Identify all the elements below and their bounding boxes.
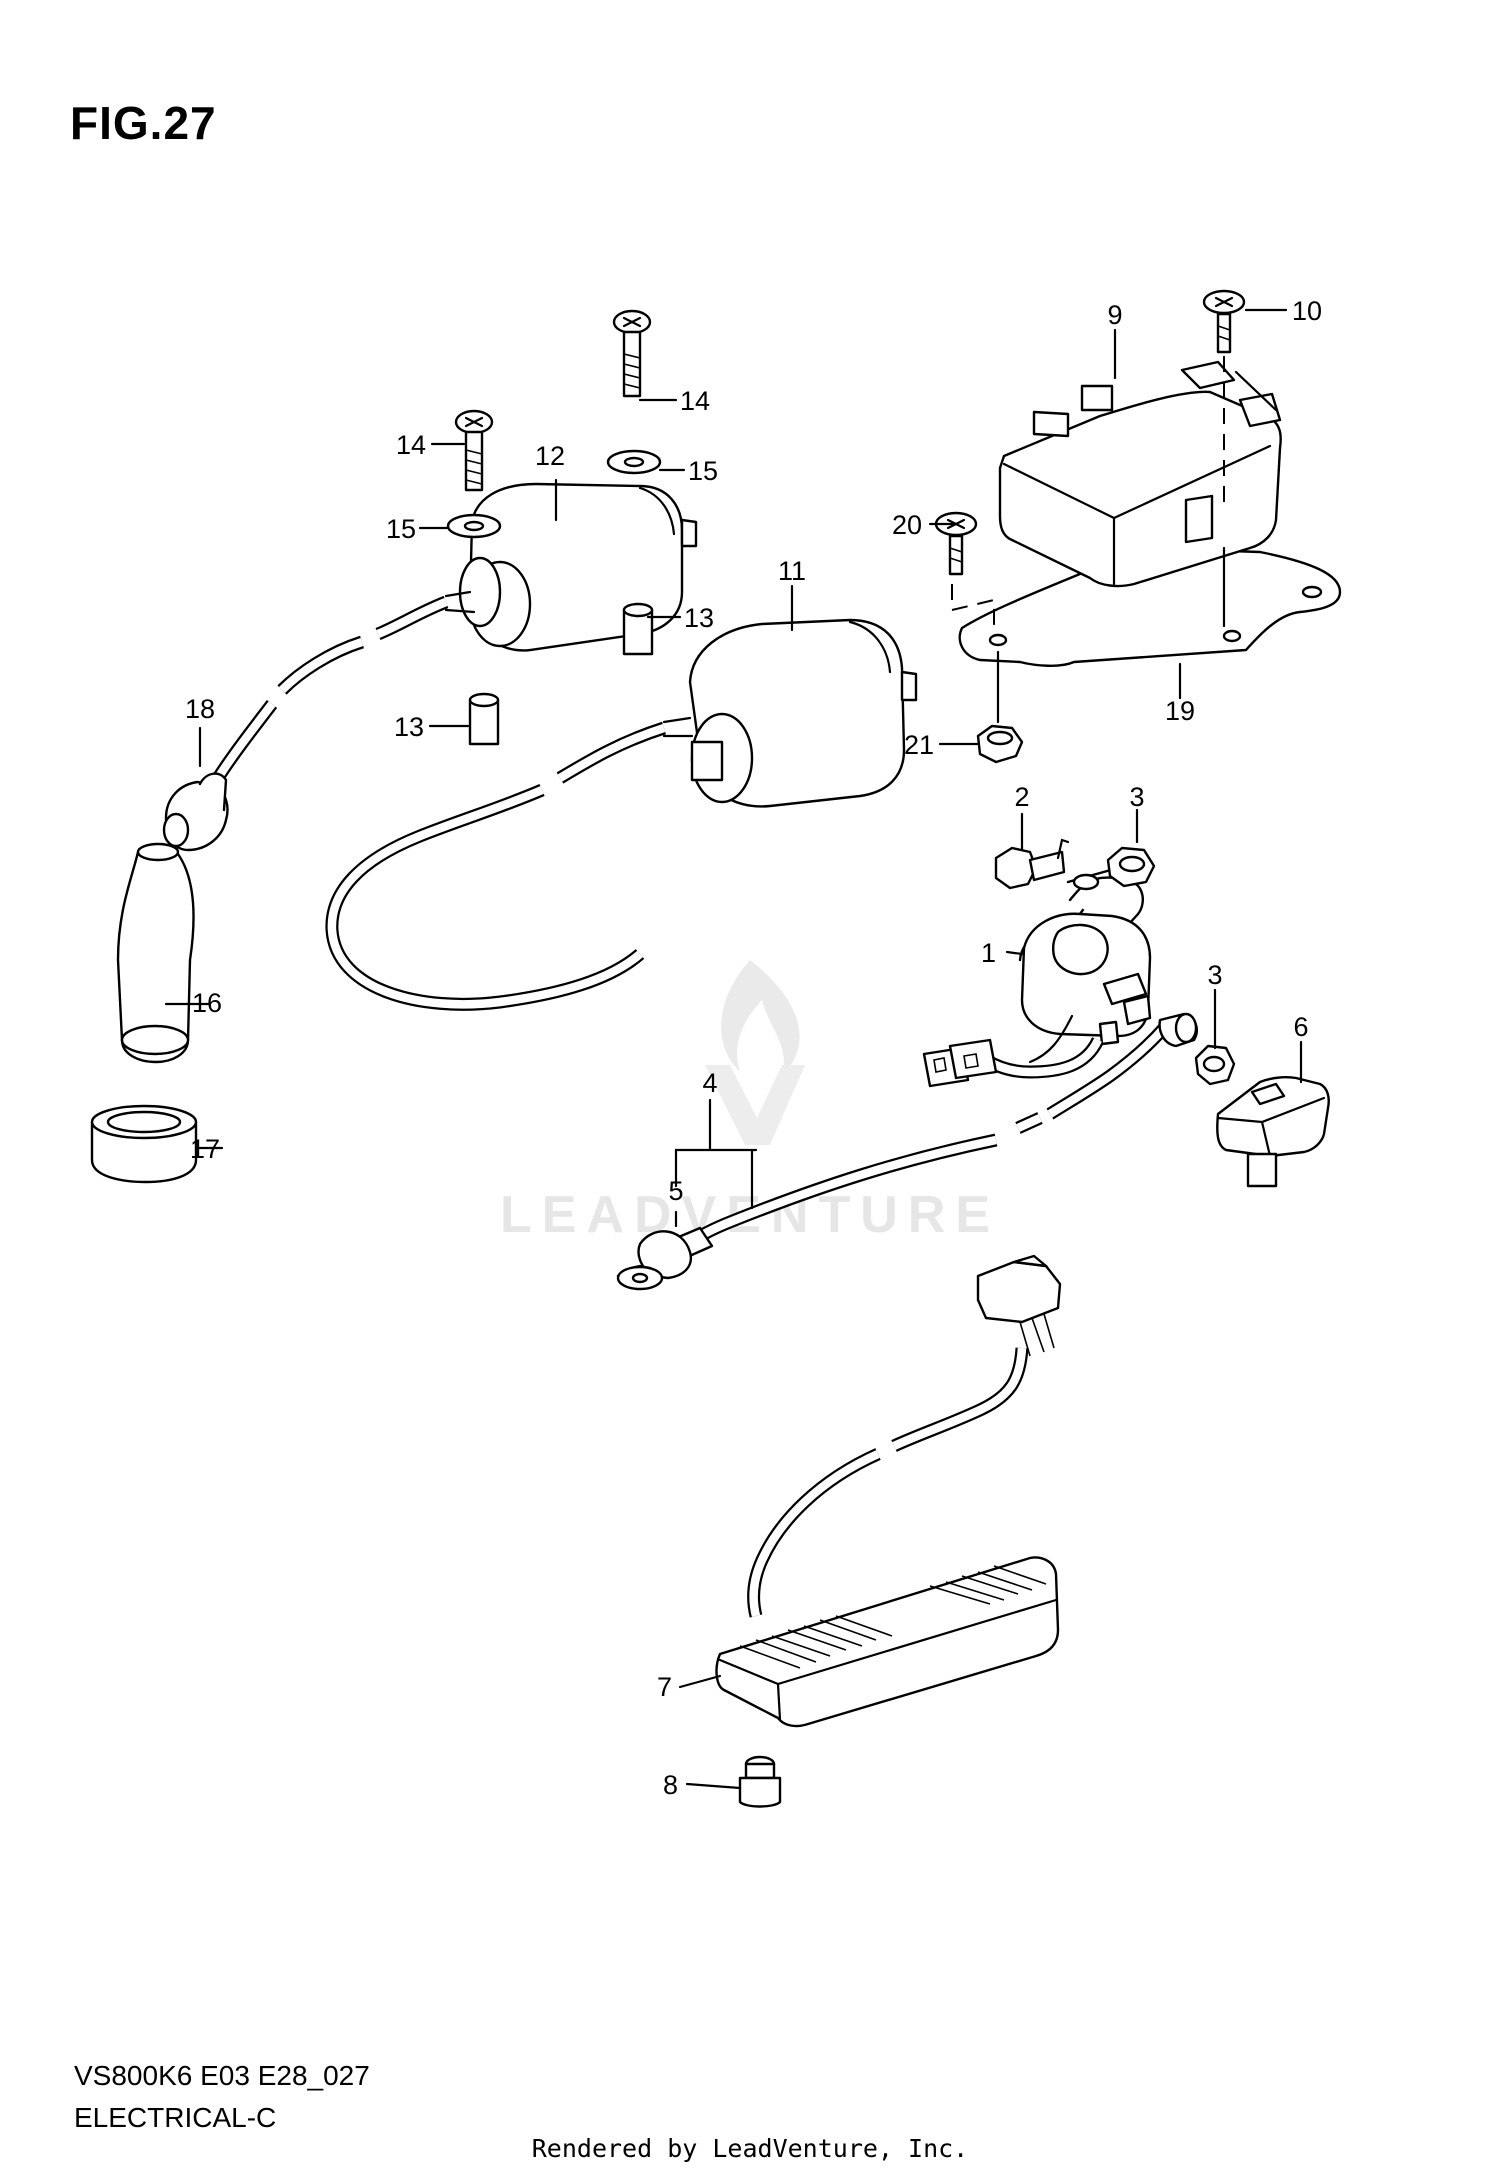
callout-11: 11 [778, 556, 806, 586]
callout-4: 4 [702, 1068, 717, 1098]
callout-20: 20 [892, 510, 922, 540]
section-name: ELECTRICAL-C [74, 2102, 277, 2133]
spacer-lower[interactable] [468, 692, 500, 746]
callout-13b: 13 [394, 712, 424, 742]
callout-16: 16 [192, 988, 222, 1018]
plug-cable-front [325, 721, 666, 1011]
plug-cable-rear [212, 595, 449, 782]
callout-15a: 15 [386, 514, 416, 544]
leader-lines [164, 308, 1303, 1790]
plug-boot[interactable] [90, 1104, 198, 1184]
callout-14a: 14 [396, 430, 426, 460]
spacer-upper[interactable] [622, 602, 654, 656]
battery-cable[interactable] [616, 1112, 1043, 1291]
plug-cap-joint[interactable] [162, 772, 229, 852]
washer-left[interactable] [446, 513, 502, 539]
washer-right[interactable] [606, 449, 662, 475]
figure-title: FIG.27 [70, 97, 217, 149]
callout-7: 7 [657, 1672, 672, 1702]
callout-2: 2 [1014, 782, 1029, 812]
callout-14b: 14 [680, 386, 710, 416]
callout-17: 17 [190, 1134, 220, 1164]
callout-6: 6 [1293, 1012, 1308, 1042]
callout-1: 1 [981, 938, 996, 968]
callout-3b: 3 [1207, 960, 1222, 990]
callout-19: 19 [1165, 696, 1195, 726]
bolt-left[interactable] [454, 409, 494, 492]
bracket-nut[interactable] [976, 650, 1024, 764]
spark-plug-cap[interactable] [116, 842, 195, 1064]
relay-wiring [922, 1012, 1198, 1120]
regulator-rectifier[interactable] [715, 1254, 1062, 1728]
watermark-logo-icon [705, 960, 805, 1145]
model-code: VS800K6 E03 E28_027 [74, 2060, 370, 2091]
callout-18: 18 [185, 694, 215, 724]
bracket-screw[interactable] [934, 511, 995, 626]
watermark: LEADVENTURE [500, 960, 990, 1244]
relay-nut-lower[interactable] [1194, 1044, 1236, 1086]
callout-labels: 1 2 3 3 4 5 6 7 8 9 10 11 12 13 13 14 14… [185, 296, 1322, 1800]
callout-10: 10 [1292, 296, 1322, 326]
starter-relay[interactable] [1018, 862, 1152, 1064]
bolt-right[interactable] [612, 309, 652, 398]
ignition-coil-front[interactable] [662, 618, 918, 808]
callout-5: 5 [668, 1176, 683, 1206]
callout-8: 8 [663, 1770, 678, 1800]
igniter-unit[interactable] [998, 360, 1282, 588]
callout-13a: 13 [684, 603, 714, 633]
relay-bolt[interactable] [994, 838, 1070, 890]
sensor[interactable] [1216, 1076, 1330, 1188]
callout-12: 12 [535, 441, 565, 471]
regulator-bolt[interactable] [738, 1755, 782, 1808]
relay-nut-upper[interactable] [1106, 846, 1156, 888]
igniter-screw[interactable] [1202, 289, 1246, 628]
ignition-coil-rear[interactable] [444, 482, 698, 652]
callout-21: 21 [904, 730, 934, 760]
render-credit: Rendered by LeadVenture, Inc. [531, 2134, 969, 2163]
callout-15b: 15 [688, 456, 718, 486]
callout-9: 9 [1107, 300, 1122, 330]
callout-3a: 3 [1129, 782, 1144, 812]
